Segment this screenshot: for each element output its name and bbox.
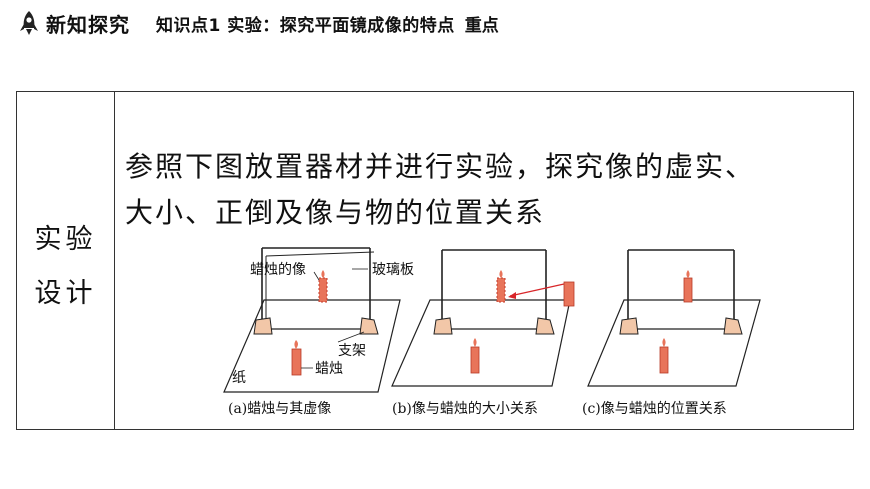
candle-image-c [683, 277, 693, 303]
page-header: 新知探究 知识点1 实验：探究平面镜成像的特点 重点 [18, 8, 499, 38]
label-line-2: 设计 [34, 278, 97, 309]
move-arrow [509, 283, 565, 297]
label-line-1: 实验 [34, 224, 97, 255]
key-point-badge: 重点 [464, 15, 499, 36]
label-paper: 纸 [232, 370, 246, 386]
knowledge-point-title: 知识点1 实验：探究平面镜成像的特点 [156, 15, 455, 36]
label-stand: 支架 [338, 343, 366, 359]
caption-a: (a)蜡烛与其虚像 [228, 401, 331, 417]
candle-image-b [496, 277, 506, 303]
candle-unlit-b [563, 281, 575, 307]
label-candle-image: 蜡烛的像 [250, 262, 306, 278]
paper-sheet-b [391, 299, 571, 387]
paper-sheet [223, 299, 401, 393]
experiment-design-table: 实验 设计 参照下图放置器材并进行实验，探究像的虚实、 大小、正倒及像与物的位置… [16, 91, 854, 430]
stand-right-b [535, 317, 555, 335]
stand-left [253, 317, 273, 335]
stand-left-b [433, 317, 453, 335]
caption-c: (c)像与蜡烛的位置关系 [582, 401, 727, 417]
label-glass-plate: 玻璃板 [372, 261, 414, 278]
paper-sheet-c [587, 299, 761, 387]
caption-b: (b)像与蜡烛的大小关系 [392, 401, 538, 417]
instruction-line-2: 大小、正倒及像与物的位置关系 [125, 196, 546, 229]
candle-b [470, 346, 480, 374]
candle-c [659, 346, 669, 374]
stand-right [359, 317, 379, 335]
instruction-line-1: 参照下图放置器材并进行实验，探究像的虚实、 [125, 150, 756, 183]
rocket-icon [20, 11, 38, 35]
candle-a [291, 348, 302, 376]
instruction-text: 参照下图放置器材并进行实验，探究像的虚实、 大小、正倒及像与物的位置关系 [125, 144, 845, 236]
label-candle: 蜡烛 [315, 361, 343, 377]
left-label-cell: 实验 设计 [17, 92, 115, 429]
stand-left-c [619, 317, 639, 335]
candle-image-a [318, 277, 328, 303]
section-title: 新知探究 [46, 12, 130, 37]
panel-c: (c)像与蜡烛的位置关系 [582, 249, 761, 417]
panel-a: 蜡烛的像 玻璃板 支架 蜡烛 纸 (a)蜡烛与其虚像 [223, 247, 414, 417]
panel-b: (b)像与蜡烛的大小关系 [391, 249, 575, 417]
stand-right-c [723, 317, 743, 335]
